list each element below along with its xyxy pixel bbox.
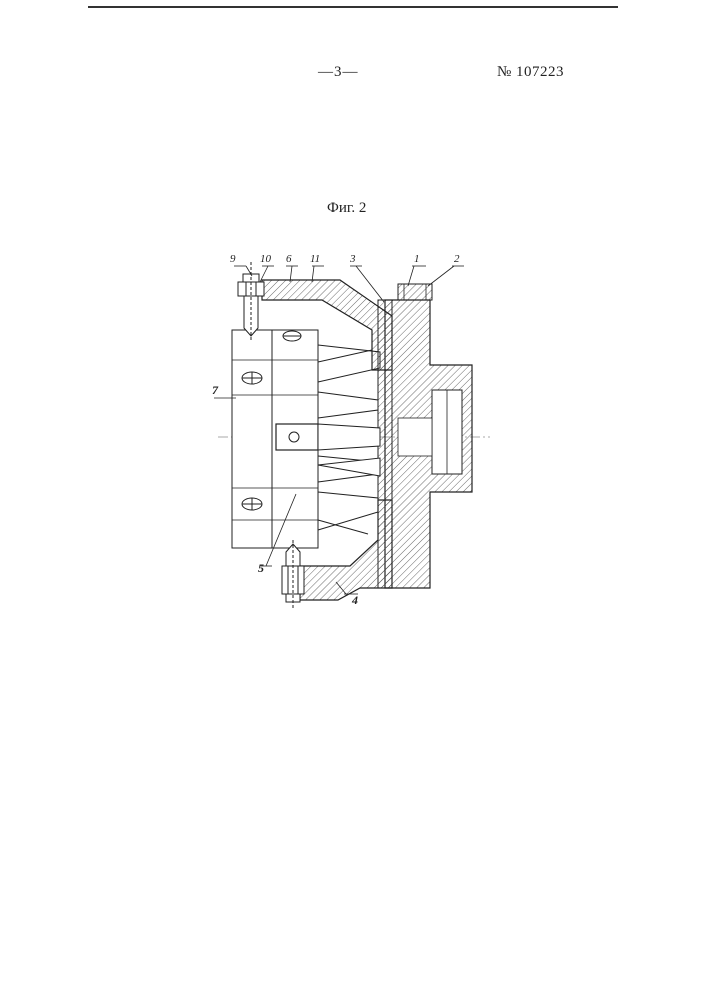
- jaw-block-outer: [232, 330, 272, 548]
- callout-5: 5: [258, 561, 264, 575]
- callout-1: 1: [414, 253, 420, 265]
- jaw-screw-bottom: [242, 498, 262, 510]
- callout-4: 4: [351, 593, 358, 607]
- callout-6: 6: [286, 253, 292, 265]
- callout-7: 7: [212, 383, 219, 397]
- callout-11: 11: [310, 253, 320, 265]
- flange-bolt: [398, 284, 432, 300]
- callout-10: 10: [260, 253, 272, 265]
- jaw-screw-upper: [283, 331, 301, 341]
- jaw-screw-top: [242, 372, 262, 384]
- conical-bit: [318, 458, 380, 476]
- callout-3: 3: [349, 253, 356, 265]
- callout-9: 9: [230, 253, 236, 265]
- callout-2: 2: [454, 253, 460, 265]
